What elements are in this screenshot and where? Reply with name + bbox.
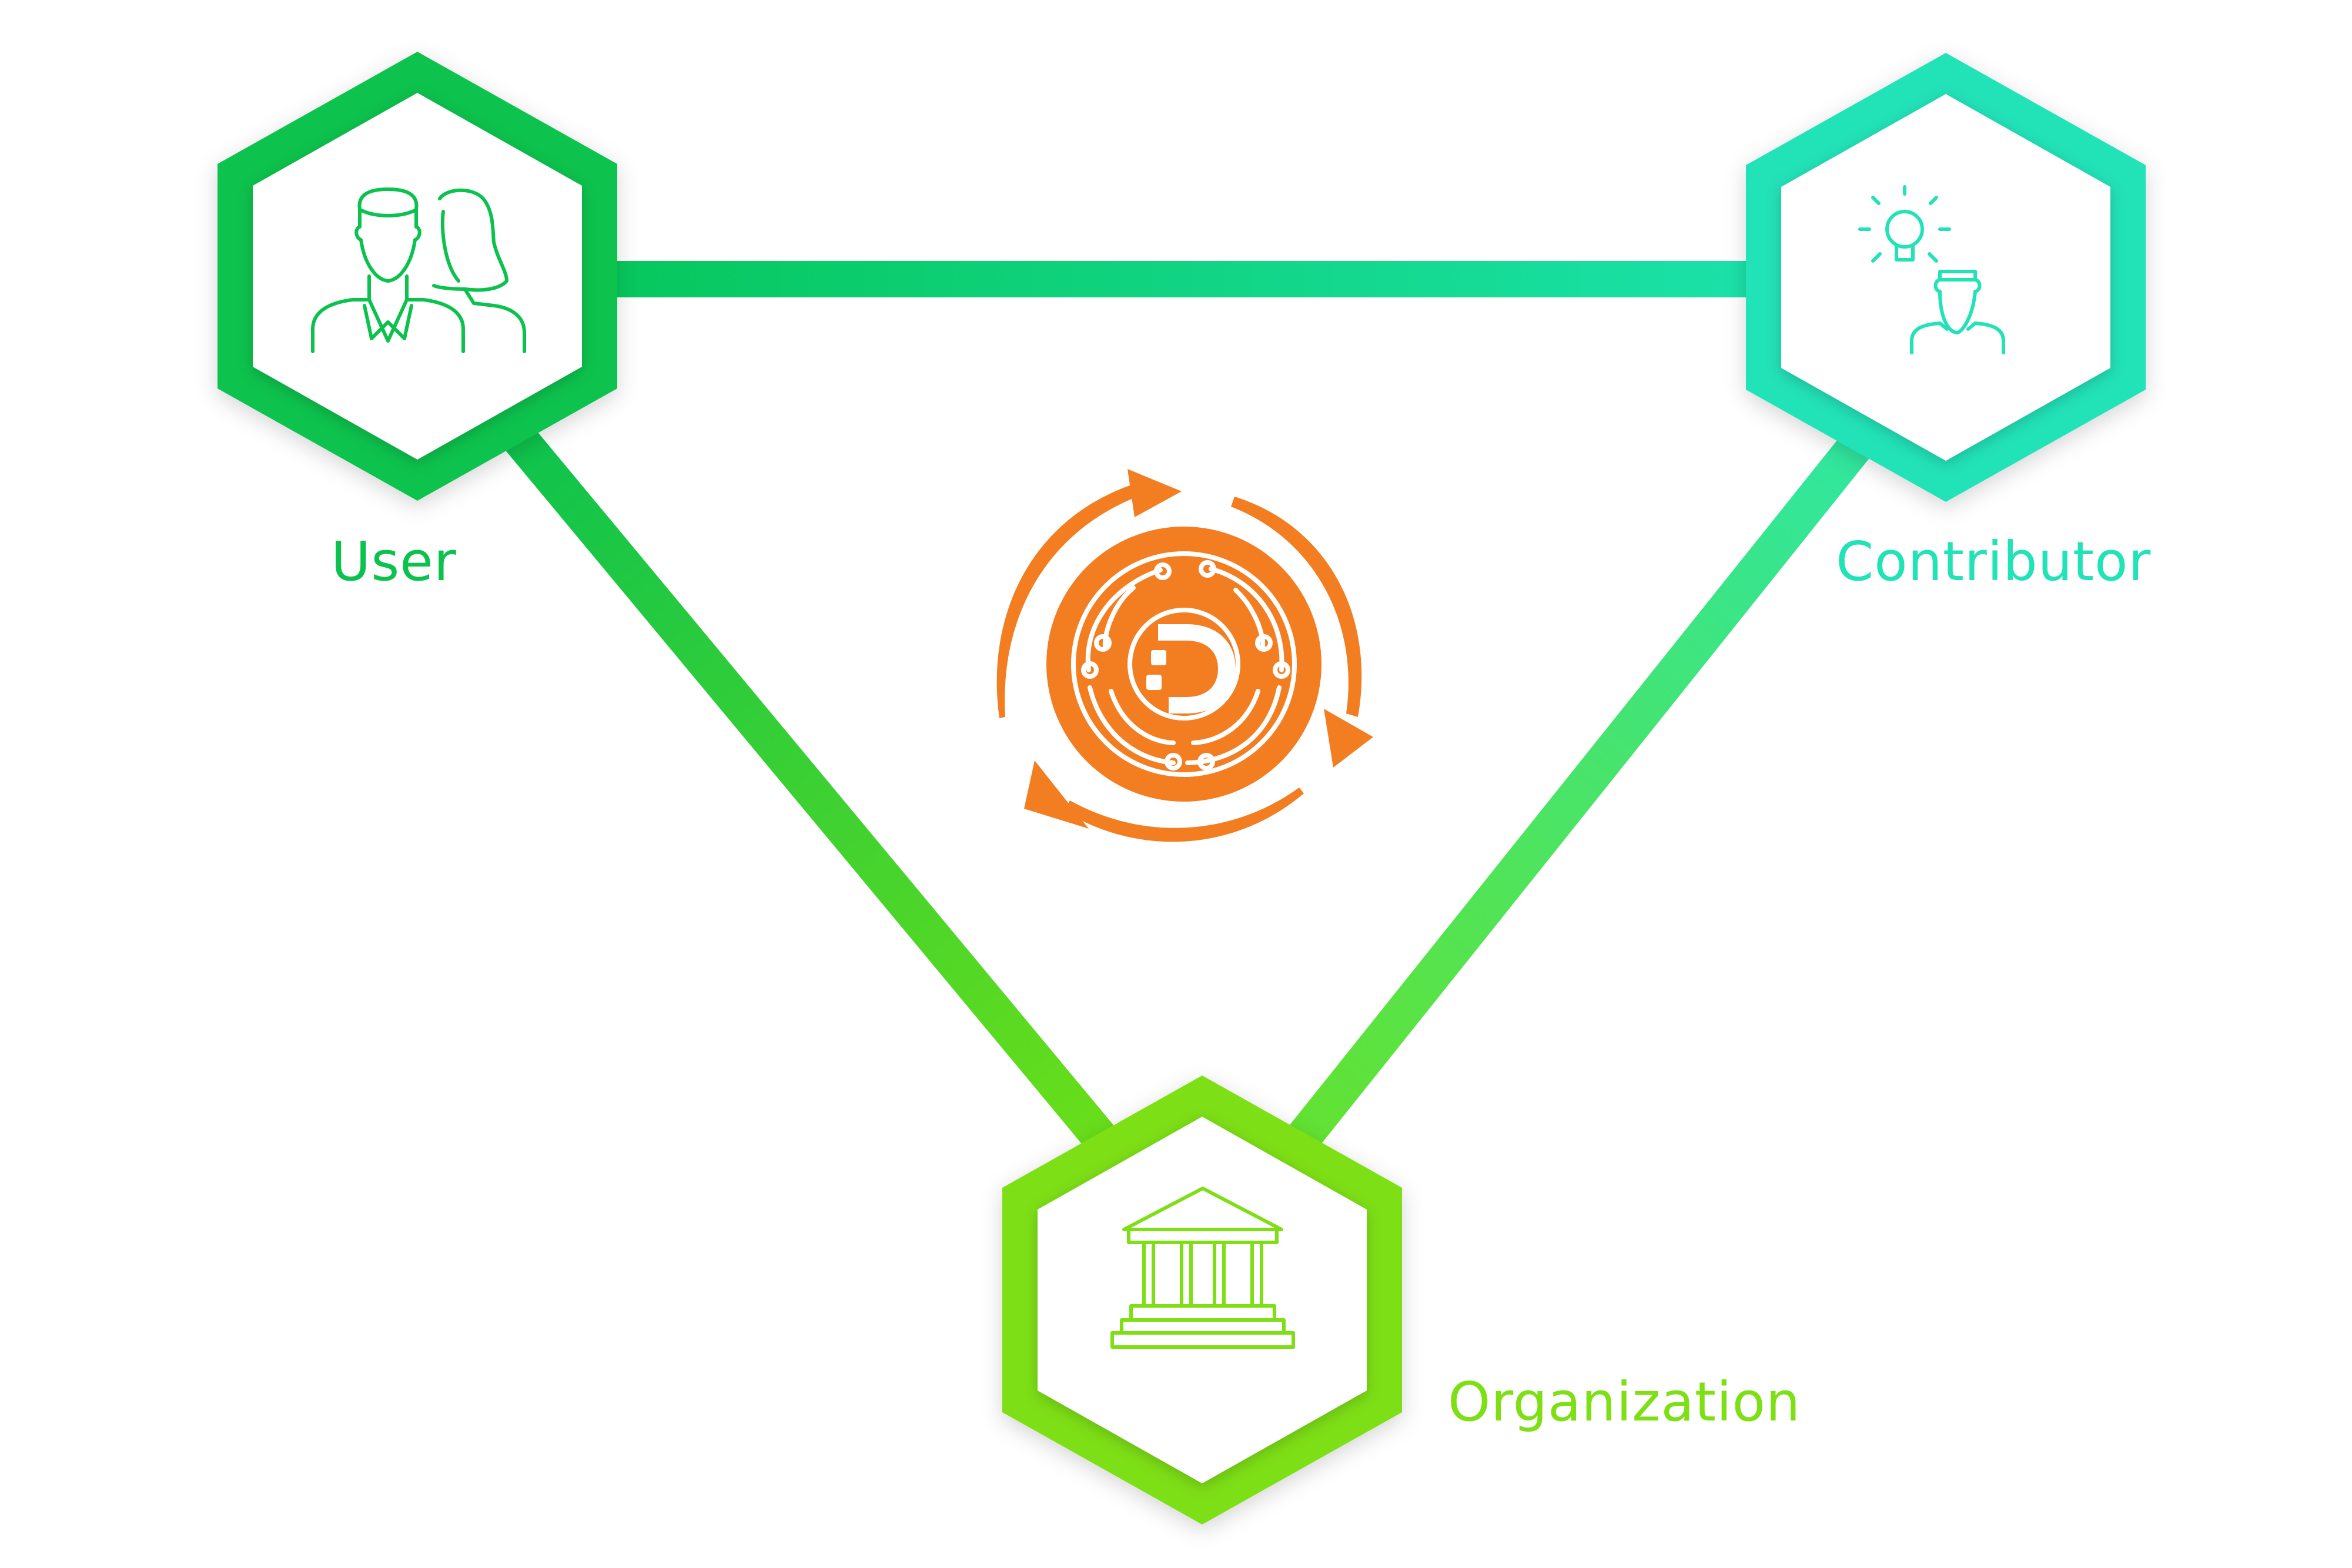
idea-person-icon <box>1858 185 2005 354</box>
users-icon <box>311 187 526 353</box>
node-organization <box>1002 1076 1402 1525</box>
circuit-logo-cycle-icon <box>1071 551 1297 777</box>
contributor-label: Contributor <box>1836 530 2152 593</box>
user-label: User <box>331 530 457 593</box>
organization-label: Organization <box>1448 1371 1801 1433</box>
cycle-arrows-icon <box>996 469 1373 842</box>
bank-building-icon <box>1110 1187 1295 1349</box>
edge-user-organization <box>497 417 1146 1187</box>
organization-hexagon-inner <box>1038 1117 1367 1483</box>
node-contributor <box>1746 53 2146 502</box>
logo-letter-mark <box>1146 624 1236 713</box>
contributor-hexagon-inner <box>1781 94 2110 461</box>
center-logo <box>996 469 1373 842</box>
user-hexagon-inner <box>253 93 582 460</box>
edge-contributor-organization <box>1258 417 1884 1187</box>
node-user <box>218 52 617 501</box>
edges <box>411 261 1940 1187</box>
